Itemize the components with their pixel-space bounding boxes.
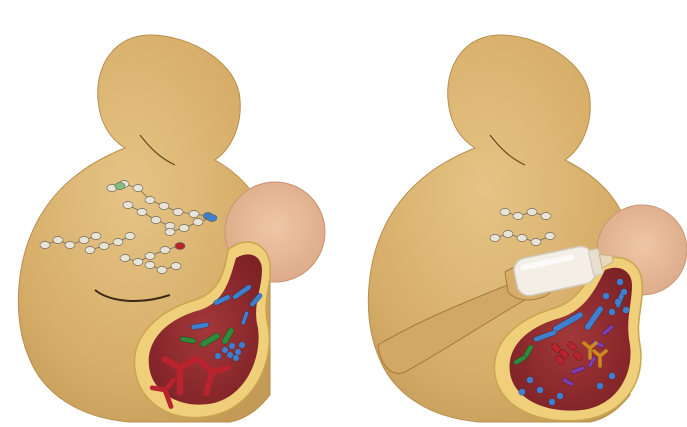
sugar-unit — [133, 185, 143, 192]
blue-coccus-bacterium — [235, 349, 241, 355]
sugar-unit — [527, 209, 537, 216]
blue-coccus-bacterium — [623, 307, 630, 314]
sugar-unit — [517, 235, 527, 242]
sugar-unit — [99, 243, 109, 250]
sugar-unit — [40, 242, 50, 249]
sugar-unit — [503, 231, 513, 238]
sugar-unit — [171, 263, 181, 270]
sugar-unit — [151, 217, 161, 224]
sugar-unit — [175, 243, 185, 250]
blue-coccus-bacterium — [233, 355, 239, 361]
sugar-unit — [79, 237, 89, 244]
sugar-unit — [193, 219, 203, 226]
blue-coccus-bacterium — [617, 279, 624, 286]
sugar-unit — [53, 237, 63, 244]
sugar-unit — [159, 203, 169, 210]
sugar-unit — [165, 229, 175, 236]
blue-coccus-bacterium — [549, 399, 556, 406]
sugar-unit — [545, 233, 555, 240]
sugar-unit — [115, 183, 125, 190]
sugar-unit — [173, 209, 183, 216]
blue-coccus-bacterium — [609, 373, 616, 380]
blue-coccus-bacterium — [215, 353, 221, 359]
sugar-unit — [133, 259, 143, 266]
sugar-unit — [145, 197, 155, 204]
sugar-unit — [513, 213, 523, 220]
sugar-unit — [65, 242, 75, 249]
sugar-unit — [157, 267, 167, 274]
sugar-unit — [189, 211, 199, 218]
blue-coccus-bacterium — [603, 293, 610, 300]
sugar-unit — [160, 247, 170, 254]
sugar-unit — [500, 209, 510, 216]
blue-coccus-bacterium — [519, 389, 526, 396]
sugar-unit — [120, 255, 130, 262]
blue-coccus-bacterium — [239, 342, 245, 348]
sugar-unit — [207, 215, 217, 222]
sugar-unit — [113, 239, 123, 246]
sugar-unit — [125, 233, 135, 240]
blue-coccus-bacterium — [537, 387, 544, 394]
blue-coccus-bacterium — [621, 289, 628, 296]
blue-coccus-bacterium — [229, 343, 235, 349]
blue-coccus-bacterium — [527, 377, 534, 384]
blue-coccus-bacterium — [222, 347, 228, 353]
sugar-unit — [541, 213, 551, 220]
sugar-unit — [179, 225, 189, 232]
sugar-unit — [145, 253, 155, 260]
left-panel-breastfeeding — [18, 35, 325, 422]
blue-coccus-bacterium — [227, 352, 233, 358]
sugar-unit — [123, 202, 133, 209]
blue-coccus-bacterium — [609, 309, 616, 316]
sugar-unit — [145, 262, 155, 269]
sugar-unit — [490, 235, 500, 242]
blue-coccus-bacterium — [615, 299, 622, 306]
sugar-unit — [137, 209, 147, 216]
blue-coccus-bacterium — [597, 383, 604, 390]
sugar-unit — [91, 233, 101, 240]
sugar-unit — [85, 247, 95, 254]
sugar-unit — [531, 239, 541, 246]
right-panel-bottle-feeding — [368, 35, 687, 422]
blue-coccus-bacterium — [557, 393, 564, 400]
